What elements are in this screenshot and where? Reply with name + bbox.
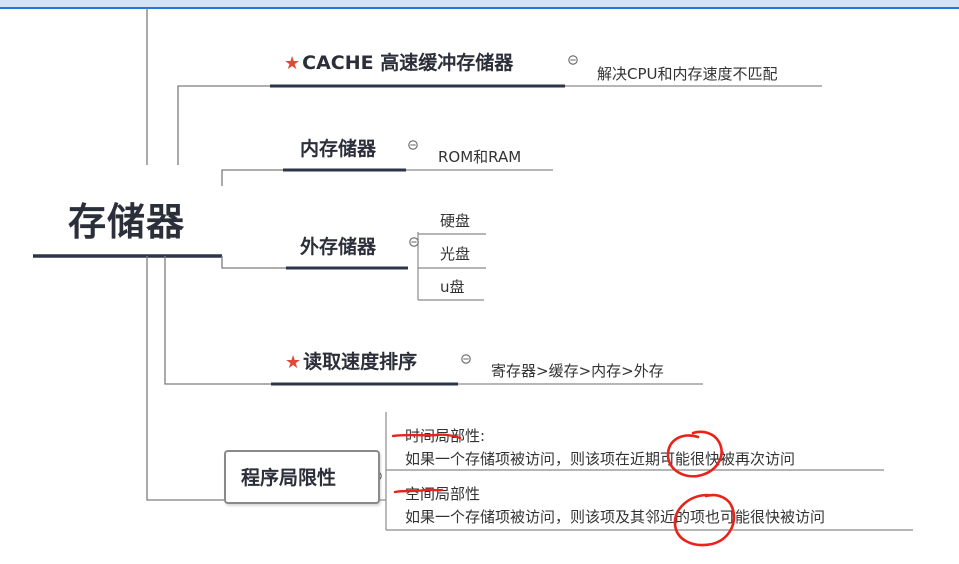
cache-note: 解决CPU和内存速度不匹配 [597, 65, 778, 83]
child-usb[interactable]: u盘 [440, 278, 465, 296]
memory-connector [221, 169, 283, 186]
locality-node-box[interactable]: 程序局限性 [224, 450, 380, 504]
cache-node[interactable]: ★CACHE 高速缓冲存储器 [284, 48, 513, 75]
cache-connector [177, 85, 270, 165]
speed-note: 寄存器>缓存>内存>外存 [491, 362, 664, 380]
spatial-title: 空间局部性 [405, 485, 481, 503]
memory-node-label[interactable]: 内存储器 [300, 138, 377, 160]
child-hdd[interactable]: 硬盘 [440, 212, 471, 230]
temporal-desc: 如果一个存储项被访问，则该项在近期可能很快被再次访问 [405, 450, 796, 468]
collapse-circle-icon[interactable] [568, 55, 578, 65]
window-top-accent-line [0, 7, 959, 9]
speed-connector [164, 256, 271, 385]
locality-connector [146, 256, 224, 501]
window-top-bar [0, 0, 959, 7]
locality-node-label: 程序局限性 [241, 467, 337, 489]
star-icon: ★ [284, 53, 301, 74]
memory-note: ROM和RAM [438, 148, 522, 166]
cache-node-label: CACHE 高速缓冲存储器 [302, 52, 514, 74]
collapse-circle-icon[interactable] [408, 140, 418, 150]
collapse-circle-icon[interactable] [461, 354, 471, 364]
temporal-title: 时间局部性: [405, 427, 486, 445]
child-cd[interactable]: 光盘 [440, 245, 471, 263]
spatial-desc: 如果一个存储项被访问，则该项及其邻近的项也可能很快被访问 [405, 508, 826, 526]
external-connector [221, 256, 286, 269]
speed-node[interactable]: ★读取速度排序 [285, 347, 417, 374]
star-icon: ★ [285, 352, 302, 373]
collapse-circle-icon[interactable] [409, 237, 419, 247]
speed-node-label: 读取速度排序 [303, 351, 418, 373]
external-node-label[interactable]: 外存储器 [300, 236, 377, 258]
root-node-label[interactable]: 存储器 [68, 200, 186, 244]
